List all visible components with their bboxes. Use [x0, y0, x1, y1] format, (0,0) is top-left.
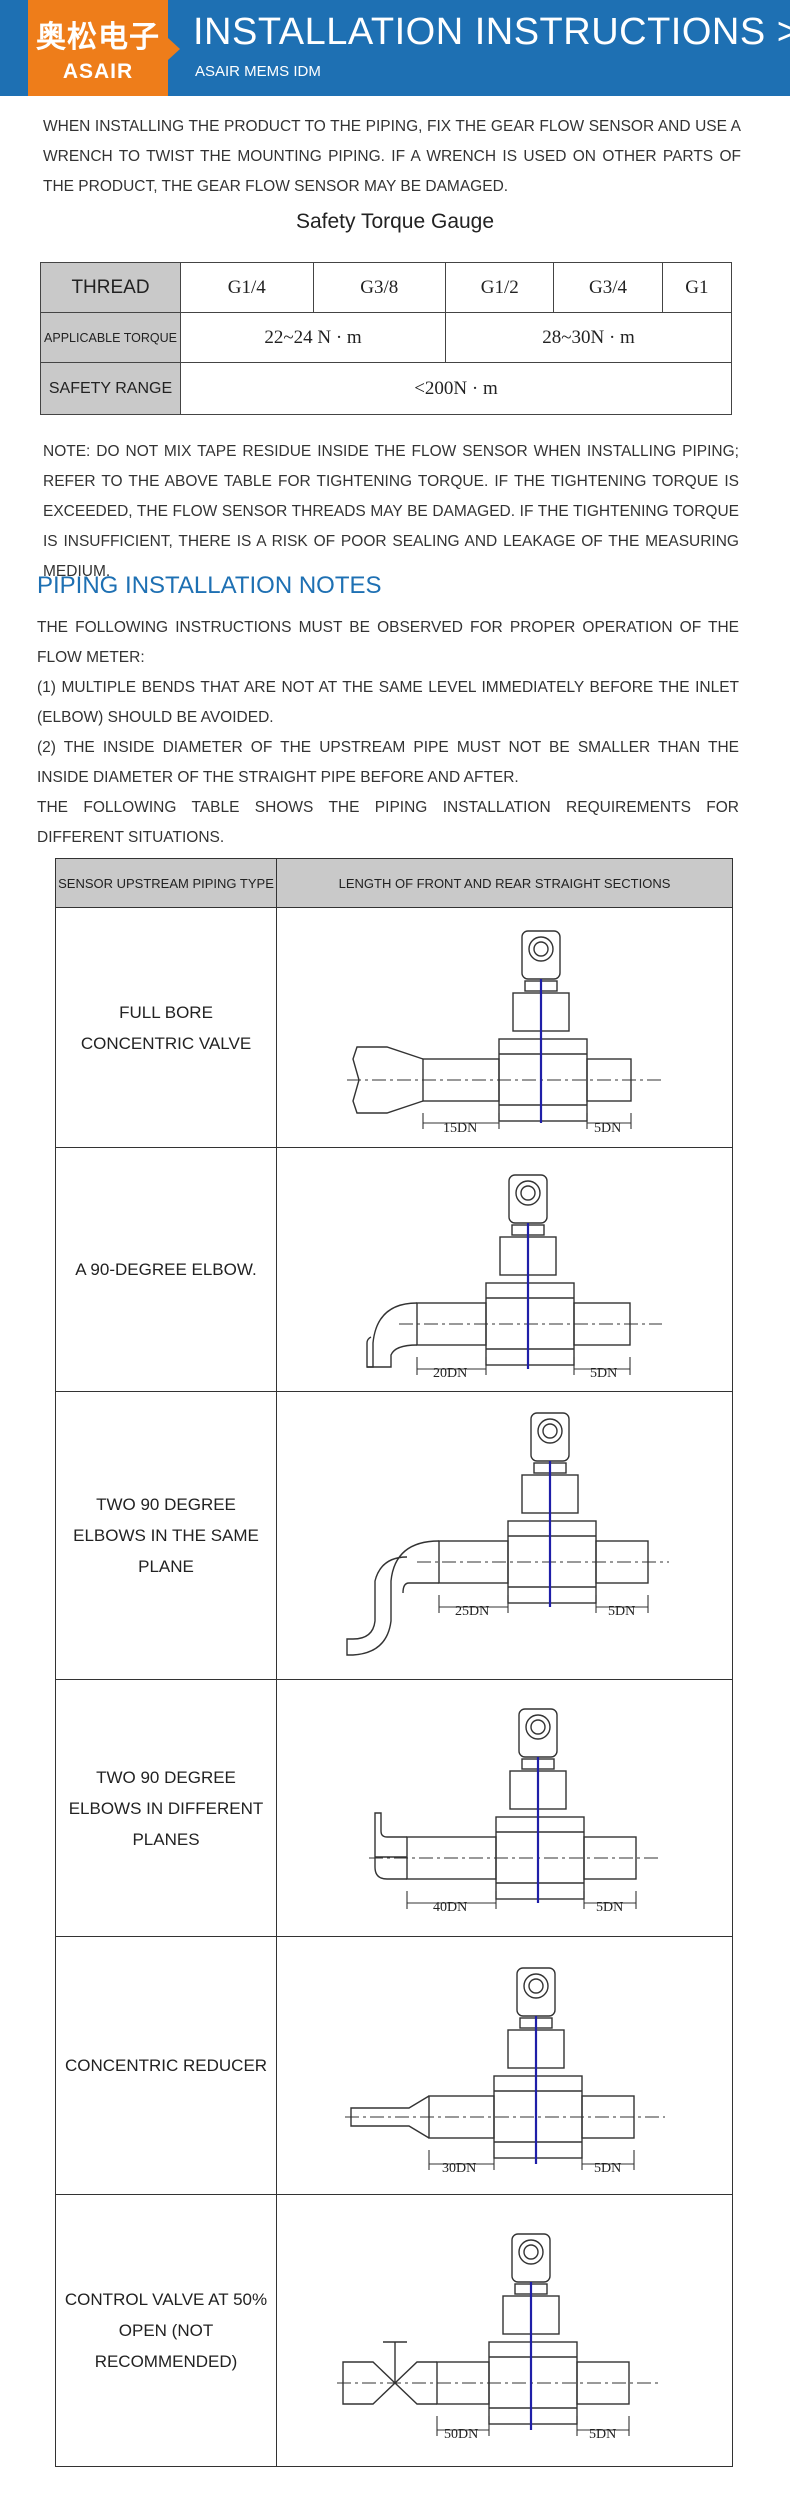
piping-type-label: TWO 90 DEGREE ELBOWS IN DIFFERENT PLANES [55, 1679, 277, 1937]
downstream-length-label: 5DN [594, 1121, 621, 1136]
thread-cell: G1/2 [445, 262, 555, 313]
thread-row: THREAD G1/4 G3/8 G1/2 G3/4 G1 [40, 262, 733, 313]
page-subtitle: ASAIR MEMS IDM [195, 63, 321, 80]
torque-value-large: 28~30N · m [445, 312, 732, 363]
dimension-lines [399, 1322, 662, 1375]
downstream-length-label: 5DN [594, 2161, 621, 2176]
upstream-length-label: 40DN [433, 1900, 467, 1915]
torque-table: THREAD G1/4 G3/8 G1/2 G3/4 G1 APPLICABLE… [40, 262, 733, 415]
upstream-length-label: 20DN [433, 1366, 467, 1381]
thread-cell: G1/4 [180, 262, 314, 313]
upstream-length-label: 30DN [442, 2161, 476, 2176]
table-row: TWO 90 DEGREE ELBOWS IN DIFFERENT PLANES [55, 1679, 733, 1937]
table-row: CONCENTRIC REDUCER [55, 1936, 733, 2195]
torque-value-small: 22~24 N · m [179, 312, 447, 363]
upstream-length-label: 50DN [444, 2427, 478, 2442]
dimension-lines [369, 1856, 659, 1909]
sensor-body [350, 1966, 635, 2159]
installation-diagram: 15DN 5DN [276, 907, 733, 1148]
piping-type-label: CONTROL VALVE AT 50% OPEN (NOT RECOMMEND… [55, 2194, 277, 2467]
table-row: CONTROL VALVE AT 50% OPEN (NOT RECOMMEND… [55, 2194, 733, 2467]
downstream-length-label: 5DN [608, 1604, 635, 1619]
dimension-lines [347, 1078, 662, 1129]
dimension-lines [417, 1560, 669, 1613]
table-row: A 90-DEGREE ELBOW. [55, 1147, 733, 1392]
torque-table-caption: Safety Torque Gauge [295, 210, 495, 233]
sensor-body [374, 1707, 637, 1900]
intro-paragraph: WHEN INSTALLING THE PRODUCT TO THE PIPIN… [43, 118, 741, 195]
diagram-90-degree-elbow: 20DN 5DN [366, 1173, 662, 1381]
piping-type-label: A 90-DEGREE ELBOW. [55, 1147, 277, 1392]
dimension-lines [345, 2115, 665, 2170]
torque-label: APPLICABLE TORQUE [40, 312, 181, 363]
page-title: INSTALLATION INSTRUCTIONS >> [193, 11, 790, 53]
piping-table-header: SENSOR UPSTREAM PIPING TYPE LENGTH OF FR… [55, 858, 733, 908]
piping-type-label: TWO 90 DEGREE ELBOWS IN THE SAME PLANE [55, 1391, 277, 1680]
diagram-full-bore-valve: 15DN 5DN [347, 929, 662, 1136]
installation-diagram: 25DN 5DN [276, 1391, 733, 1680]
safety-value: <200N · m [180, 362, 732, 415]
piping-table: SENSOR UPSTREAM PIPING TYPE LENGTH OF FR… [55, 858, 733, 2467]
installation-diagram: 50DN 5DN [276, 2194, 733, 2467]
note-paragraph: NOTE: DO NOT MIX TAPE RESIDUE INSIDE THE… [43, 443, 739, 580]
instruction-line: THE FOLLOWING TABLE SHOWS THE PIPING INS… [37, 799, 739, 846]
diagram-two-elbows-same-plane: 25DN 5DN [346, 1411, 669, 1656]
downstream-length-label: 5DN [596, 1900, 623, 1915]
company-logo: 奥松电子 ASAIR [28, 0, 168, 96]
downstream-length-label: 5DN [589, 2427, 616, 2442]
table-row: FULL BORE CONCENTRIC VALVE [55, 907, 733, 1148]
piping-type-label: CONCENTRIC REDUCER [55, 1936, 277, 2195]
instruction-line: THE FOLLOWING INSTRUCTIONS MUST BE OBSER… [37, 619, 739, 666]
dimension-lines [337, 2381, 659, 2436]
thread-cell: G1 [661, 262, 733, 313]
upstream-length-label: 15DN [443, 1121, 477, 1136]
section-heading: PIPING INSTALLATION NOTES [37, 572, 382, 599]
logo-english-text: ASAIR [62, 60, 134, 83]
logo-chinese-text: 奥松电子 [36, 21, 160, 54]
sensor-body [342, 2232, 630, 2425]
diagram-control-valve: 50DN 5DN [337, 2232, 659, 2442]
logo-arrow-tail [168, 38, 180, 60]
thread-cell: G3/4 [553, 262, 663, 313]
diagram-concentric-reducer: 30DN 5DN [345, 1966, 665, 2176]
thread-label: THREAD [40, 262, 181, 313]
installation-diagram: 20DN 5DN [276, 1147, 733, 1392]
header-piping-type: SENSOR UPSTREAM PIPING TYPE [55, 858, 277, 908]
downstream-length-label: 5DN [590, 1366, 617, 1381]
piping-type-label: FULL BORE CONCENTRIC VALVE [55, 907, 277, 1148]
piping-instructions: THE FOLLOWING INSTRUCTIONS MUST BE OBSER… [37, 613, 739, 853]
instruction-line: (1) MULTIPLE BENDS THAT ARE NOT AT THE S… [37, 679, 739, 726]
sensor-body [352, 929, 632, 1122]
sensor-body [366, 1173, 631, 1368]
sensor-body [346, 1411, 649, 1656]
installation-diagram: 30DN 5DN [276, 1936, 733, 2195]
diagram-two-elbows-different-planes: 40DN 5DN [369, 1707, 659, 1915]
thread-cell: G3/8 [312, 262, 447, 313]
safety-label: SAFETY RANGE [40, 362, 181, 415]
header-straight-length: LENGTH OF FRONT AND REAR STRAIGHT SECTIO… [276, 858, 733, 908]
installation-diagram: 40DN 5DN [276, 1679, 733, 1937]
upstream-length-label: 25DN [455, 1604, 489, 1619]
instruction-line: (2) THE INSIDE DIAMETER OF THE UPSTREAM … [37, 739, 739, 786]
safety-row: SAFETY RANGE <200N · m [40, 362, 732, 415]
page-header: 奥松电子 ASAIR INSTALLATION INSTRUCTIONS >> … [0, 0, 790, 96]
table-row: TWO 90 DEGREE ELBOWS IN THE SAME PLANE [55, 1391, 733, 1680]
torque-row: APPLICABLE TORQUE 22~24 N · m 28~30N · m [40, 312, 732, 363]
